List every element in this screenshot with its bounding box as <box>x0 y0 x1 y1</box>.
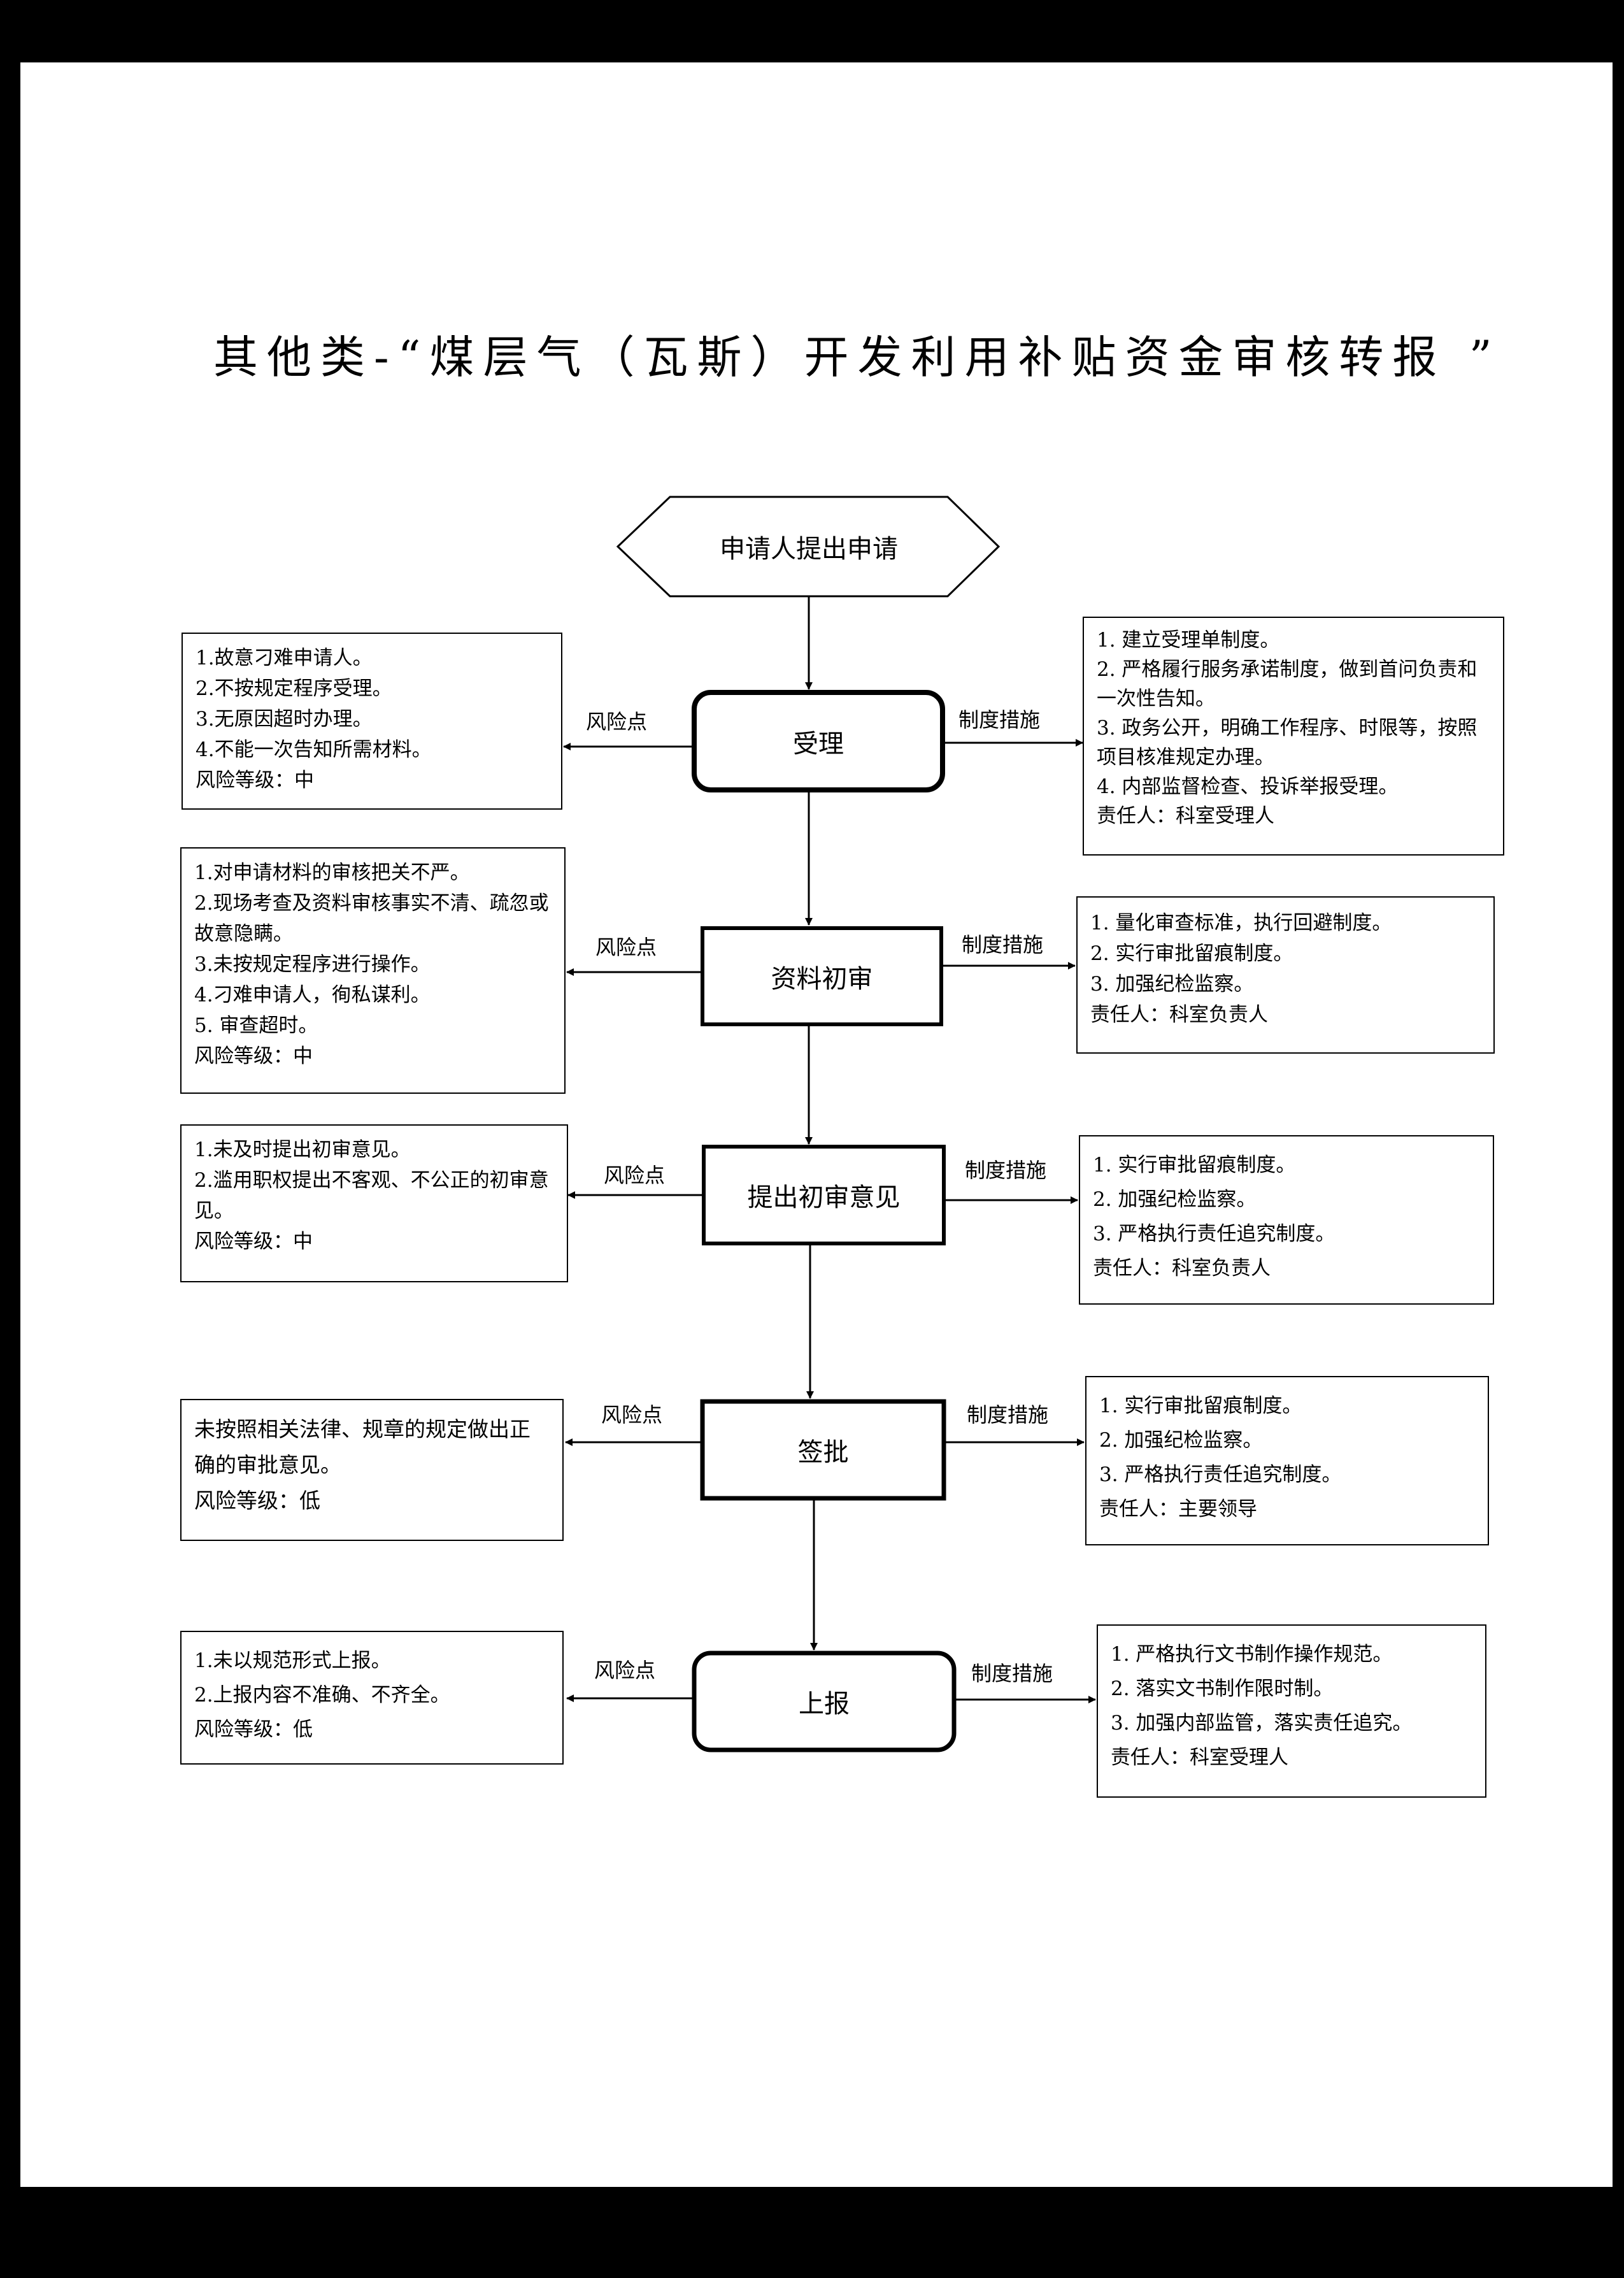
risk-box-1: 1.故意刁难申请人。 2.不按规定程序受理。 3.无原因超时办理。 4.不能一次… <box>182 633 562 810</box>
risk-level: 风险等级：低 <box>194 1488 320 1513</box>
risk-item: 3.未按规定程序进行操作。 <box>194 953 431 976</box>
risk-item: 5. 审查超时。 <box>194 1014 318 1037</box>
measure-item: 1. 实行审批留痕制度。 <box>1099 1394 1302 1417</box>
risk-label-5: 风险点 <box>594 1658 656 1682</box>
step5-shape <box>692 1651 957 1752</box>
step3-shape <box>702 1145 946 1245</box>
risk-box-5: 1.未以规范形式上报。 2.上报内容不准确、不齐全。 风险等级：低 <box>180 1631 564 1765</box>
step5-label: 上报 <box>799 1689 850 1719</box>
measure-item: 1. 严格执行文书制作操作规范。 <box>1111 1643 1393 1666</box>
responsible-person: 责任人：科室负责人 <box>1093 1257 1271 1280</box>
measure-label-5: 制度措施 <box>971 1661 1053 1686</box>
risk-label-4: 风险点 <box>601 1403 663 1427</box>
step4-label: 签批 <box>797 1438 849 1467</box>
measure-item: 2. 严格履行服务承诺制度，做到首问负责和一次性告知。 <box>1097 658 1478 710</box>
risk-item: 4.不能一次告知所需材料。 <box>196 738 432 761</box>
measure-item: 3. 政务公开，明确工作程序、时限等，按照项目核准规定办理。 <box>1097 717 1478 769</box>
risk-label-2: 风险点 <box>595 935 657 959</box>
measure-label-3: 制度措施 <box>965 1158 1047 1182</box>
responsible-person: 责任人：科室受理人 <box>1097 805 1274 827</box>
start-node-shape <box>616 496 1001 598</box>
risk-item: 4.刁难申请人，徇私谋利。 <box>194 984 431 1006</box>
measure-item: 3. 加强内部监管，落实责任追究。 <box>1111 1712 1413 1735</box>
measure-item: 3. 严格执行责任追究制度。 <box>1093 1222 1336 1245</box>
risk-item: 未按照相关法律、规章的规定做出正确的审批意见。 <box>194 1417 531 1477</box>
responsible-person: 责任人：科室负责人 <box>1090 1003 1268 1026</box>
measure-item: 2. 落实文书制作限时制。 <box>1111 1677 1334 1700</box>
step2-shape <box>701 926 943 1026</box>
measure-box-5: 1. 严格执行文书制作操作规范。 2. 落实文书制作限时制。 3. 加强内部监管… <box>1097 1624 1486 1798</box>
risk-item: 1.未及时提出初审意见。 <box>194 1138 411 1161</box>
measure-item: 3. 加强纪检监察。 <box>1090 973 1254 996</box>
measure-label-4: 制度措施 <box>967 1403 1049 1427</box>
risk-item: 1.未以规范形式上报。 <box>194 1649 391 1672</box>
measure-item: 3. 严格执行责任追究制度。 <box>1099 1463 1342 1486</box>
responsible-person: 责任人：科室受理人 <box>1111 1746 1288 1769</box>
measure-item: 1. 实行审批留痕制度。 <box>1093 1154 1296 1177</box>
measure-item: 1. 量化审查标准，执行回避制度。 <box>1090 912 1392 935</box>
risk-box-2: 1.对申请材料的审核把关不严。 2.现场考查及资料审核事实不清、疏忽或故意隐瞒。… <box>180 847 566 1094</box>
risk-item: 2.现场考查及资料审核事实不清、疏忽或故意隐瞒。 <box>194 892 549 945</box>
measure-label-1: 制度措施 <box>958 708 1041 732</box>
step1-label: 受理 <box>793 729 844 759</box>
risk-item: 1.故意刁难申请人。 <box>196 647 373 670</box>
page-title: 其他类-“煤层气（瓦斯）开发利用补贴资金审核转报 ” <box>213 331 1501 383</box>
risk-item: 2.滥用职权提出不客观、不公正的初审意见。 <box>194 1169 549 1222</box>
step4-shape <box>700 1399 946 1501</box>
step3-label: 提出初审意见 <box>747 1183 901 1212</box>
risk-level: 风险等级：中 <box>196 769 314 792</box>
measure-box-4: 1. 实行审批留痕制度。 2. 加强纪检监察。 3. 严格执行责任追究制度。 责… <box>1085 1376 1489 1545</box>
start-node-label: 申请人提出申请 <box>720 534 898 564</box>
risk-box-3: 1.未及时提出初审意见。 2.滥用职权提出不客观、不公正的初审意见。 风险等级：… <box>180 1124 568 1282</box>
measure-item: 1. 建立受理单制度。 <box>1097 629 1280 652</box>
measure-item: 2. 实行审批留痕制度。 <box>1090 942 1293 965</box>
risk-level: 风险等级：低 <box>194 1718 313 1741</box>
risk-item: 3.无原因超时办理。 <box>196 708 373 731</box>
step1-shape <box>692 690 945 792</box>
risk-level: 风险等级：中 <box>194 1045 313 1068</box>
measure-item: 2. 加强纪检监察。 <box>1099 1429 1263 1452</box>
measure-box-3: 1. 实行审批留痕制度。 2. 加强纪检监察。 3. 严格执行责任追究制度。 责… <box>1079 1135 1494 1305</box>
responsible-person: 责任人：主要领导 <box>1099 1498 1257 1521</box>
risk-box-4: 未按照相关法律、规章的规定做出正确的审批意见。 风险等级：低 <box>180 1399 564 1541</box>
measure-box-1: 1. 建立受理单制度。 2. 严格履行服务承诺制度，做到首问负责和一次性告知。 … <box>1083 617 1504 856</box>
risk-level: 风险等级：中 <box>194 1230 313 1253</box>
measure-label-2: 制度措施 <box>962 933 1044 957</box>
measure-item: 4. 内部监督检查、投诉举报受理。 <box>1097 775 1399 798</box>
step2-label: 资料初审 <box>771 964 873 994</box>
measure-box-2: 1. 量化审查标准，执行回避制度。 2. 实行审批留痕制度。 3. 加强纪检监察… <box>1076 896 1495 1054</box>
risk-item: 2.不按规定程序受理。 <box>196 677 392 700</box>
risk-item: 1.对申请材料的审核把关不严。 <box>194 861 470 884</box>
risk-label-3: 风险点 <box>604 1163 666 1187</box>
risk-item: 2.上报内容不准确、不齐全。 <box>194 1684 450 1707</box>
risk-label-1: 风险点 <box>586 710 648 734</box>
measure-item: 2. 加强纪检监察。 <box>1093 1188 1257 1211</box>
